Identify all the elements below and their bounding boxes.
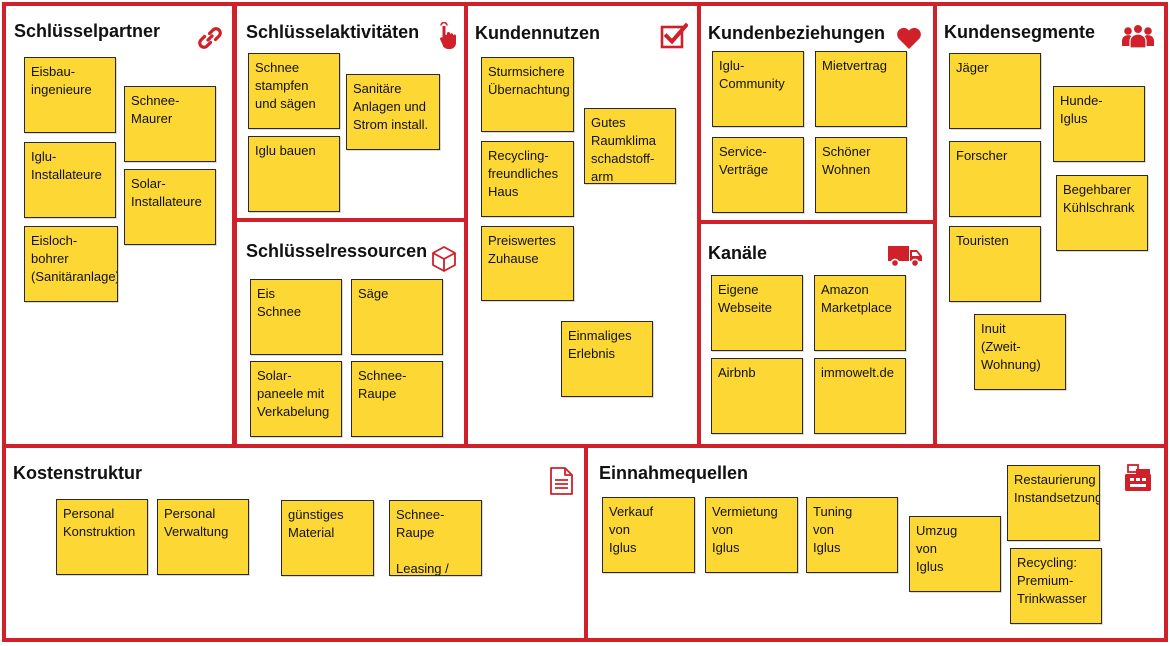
section-title-key-partners: Schlüsselpartner <box>14 21 161 41</box>
sticky-note: Airbnb <box>711 358 803 434</box>
sticky-note: Personal Konstruktion <box>56 499 148 575</box>
section-title-key-activities: Schlüsselaktivitäten <box>246 22 420 42</box>
sticky-note: Schöner Wohnen <box>815 137 907 213</box>
sticky-note: Mietvertrag <box>815 51 907 127</box>
truck-icon <box>887 242 923 270</box>
sticky-note: Inuit (Zweit- Wohnung) <box>974 314 1066 390</box>
section-title-cost-structure: Kostenstruktur <box>13 463 143 483</box>
sticky-note: Amazon Marketplace <box>814 275 906 351</box>
sticky-note: Iglu- Community <box>712 51 804 127</box>
sticky-note: Schnee stampfen und sägen <box>248 53 340 129</box>
sticky-note: Schnee- Raupe Leasing / Kauf <box>389 500 482 576</box>
sticky-note: Solar- paneele mit Verkabelung <box>250 361 342 437</box>
sticky-note: Personal Verwaltung <box>157 499 249 575</box>
sticky-note: Eigene Webseite <box>711 275 803 351</box>
sticky-note: Säge <box>351 279 443 355</box>
sticky-note: Einmaliges Erlebnis <box>561 321 653 397</box>
sticky-note: Vermietung von Iglus <box>705 497 798 573</box>
sticky-note: Preiswertes Zuhause <box>481 226 574 301</box>
section-title-customer-segments: Kundensegmente <box>944 22 1096 42</box>
checkbox-icon <box>660 22 688 50</box>
sticky-note: Schnee- Maurer <box>124 86 216 162</box>
section-title-customer-relationships: Kundenbeziehungen <box>708 23 885 43</box>
sticky-note: Sanitäre Anlagen und Strom install. <box>346 74 440 150</box>
sticky-note: Recycling- freundliches Haus <box>481 141 574 217</box>
sticky-note: Eisbau- ingenieure <box>24 57 116 133</box>
section-title-key-resources: Schlüsselressourcen <box>246 241 428 261</box>
heart-icon <box>895 24 923 52</box>
sticky-note: Touristen <box>949 226 1041 302</box>
sticky-note: Forscher <box>949 141 1041 217</box>
sticky-note: Gutes Raumklima schadstoff- arm <box>584 108 676 184</box>
pointer-hand-icon <box>432 22 460 50</box>
sticky-note: Jäger <box>949 53 1041 129</box>
sticky-note: Solar- Installateure <box>124 169 216 245</box>
sticky-note: Sturmsichere Übernachtung <box>481 57 574 132</box>
sticky-note: Eisloch- bohrer (Sanitäranlage) <box>24 226 118 302</box>
sticky-note: Begehbarer Kühlschrank <box>1056 175 1148 251</box>
sticky-note: Umzug von Iglus <box>909 516 1001 592</box>
sticky-note: Schnee- Raupe <box>351 361 443 437</box>
document-icon <box>547 466 575 496</box>
sticky-note: Eis Schnee <box>250 279 342 355</box>
sticky-note: Verkauf von Iglus <box>602 497 695 573</box>
sticky-note: Restaurierung Instandsetzung <box>1007 465 1100 541</box>
cash-register-icon <box>1122 463 1154 493</box>
sticky-note: Iglu- Installateure <box>24 142 116 218</box>
section-title-value-propositions: Kundennutzen <box>475 23 600 43</box>
sticky-note: Iglu bauen <box>248 136 340 212</box>
sticky-note: Tuning von Iglus <box>806 497 898 573</box>
cube-icon <box>430 245 458 273</box>
section-title-revenue-streams: Einnahmequellen <box>599 463 749 483</box>
section-title-channels: Kanäle <box>708 243 768 263</box>
sticky-note: günstiges Material <box>281 500 374 576</box>
sticky-note: Hunde- Iglus <box>1053 86 1145 162</box>
sticky-note: immowelt.de <box>814 358 906 434</box>
sticky-note: Recycling: Premium- Trinkwasser <box>1010 548 1102 624</box>
link-icon <box>196 24 224 52</box>
sticky-note: Service- Verträge <box>712 137 804 213</box>
users-icon <box>1121 22 1155 50</box>
